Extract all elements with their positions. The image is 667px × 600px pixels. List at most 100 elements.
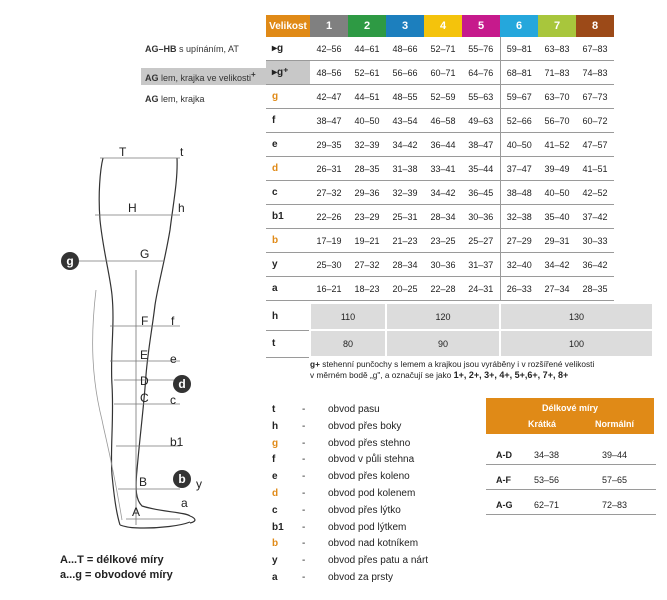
gplus-line2: v měrném bodě „g", a označují se jako — [310, 370, 454, 380]
size-cell: 48–66 — [386, 37, 424, 61]
legend-dash: - — [302, 437, 306, 449]
size-cell: 39–49 — [538, 156, 576, 181]
size-cell: 56–70 — [538, 108, 576, 133]
diag-A: A — [132, 505, 140, 519]
legend-symbol: g — [272, 437, 279, 449]
size-cell: 34–42 — [538, 252, 576, 277]
legend-dash: - — [302, 555, 306, 567]
size-cell: 31–37 — [462, 252, 500, 277]
size-header-5: 5 — [462, 15, 500, 37]
legend-symbol: a — [272, 572, 278, 583]
size-header-7: 7 — [538, 15, 576, 37]
size-cell: 27–29 — [499, 228, 538, 253]
size-cell: 29–31 — [538, 228, 576, 253]
size-cell: 52–61 — [348, 60, 386, 85]
length-table-header: Délkové míry Krátká Normální — [486, 398, 654, 434]
legend-dash: - — [302, 454, 306, 466]
size-cell: 40–50 — [538, 180, 576, 205]
size-cell: 23–29 — [348, 204, 386, 229]
legend-symbol: t — [272, 404, 276, 415]
diag-b1: b1 — [170, 435, 184, 449]
size-cell: 63–83 — [538, 37, 576, 61]
legend-text: obvod v půli stehna — [328, 454, 415, 466]
length-normal: 39–44 — [602, 450, 628, 460]
size-cell: 29–35 — [310, 132, 348, 157]
diag-c: c — [170, 393, 176, 407]
legend-text: obvod pod kolenem — [328, 488, 416, 499]
size-cell: 35–44 — [462, 156, 500, 181]
legend-text: obvod přes stehno — [328, 437, 411, 449]
legend-dash: - — [302, 504, 306, 516]
size-cell: 25–31 — [386, 204, 424, 229]
size-cell: 49–63 — [462, 108, 500, 133]
size-row-label: d — [266, 156, 310, 181]
size-cell: 31–38 — [386, 156, 424, 181]
size-cell: 25–27 — [462, 228, 500, 253]
length-col-short: Krátká — [528, 419, 557, 429]
size-cell: 40–50 — [348, 108, 386, 133]
size-cell: 42–47 — [310, 84, 348, 109]
leg-outline — [92, 157, 196, 529]
size-cell: 67–83 — [576, 37, 614, 61]
size-header-8: 8 — [576, 15, 614, 37]
size-cell: 21–23 — [386, 228, 424, 253]
size-cell: 27–34 — [538, 276, 576, 301]
legend-text: obvod přes boky — [328, 420, 402, 432]
size-cell: 30–36 — [462, 204, 500, 229]
ht-row-label: h — [266, 304, 310, 331]
length-normal: 72–83 — [602, 500, 628, 510]
diag-a: a — [181, 496, 188, 510]
legend-symbol: e — [272, 471, 278, 483]
size-row-label: y — [266, 252, 310, 277]
size-cell: 28–34 — [386, 252, 424, 277]
diag-E: E — [140, 348, 148, 362]
size-cell: 38–48 — [499, 180, 538, 205]
leg-diagram: T t H h G F f E e D C c b1 B y A a g d b — [61, 145, 202, 529]
size-cell: 40–50 — [499, 132, 538, 157]
legend-text: obvod přes lýtko — [328, 504, 401, 516]
size-cell: 33–41 — [424, 156, 462, 181]
legend-symbol: b1 — [272, 521, 284, 533]
size-cell: 56–66 — [386, 60, 424, 85]
size-cell: 32–40 — [499, 252, 538, 277]
legend-symbol: f — [272, 454, 276, 466]
size-row-label: b — [266, 228, 310, 253]
size-cell: 59–81 — [499, 37, 538, 61]
diagram-labels: T t H h G F f E e D C c b1 B y A a — [119, 145, 202, 519]
size-cell: 63–70 — [538, 84, 576, 109]
size-cell: 27–32 — [348, 252, 386, 277]
legend-text: obvod pasu — [328, 404, 380, 415]
size-cell: 48–56 — [310, 60, 348, 85]
size-cell: 25–30 — [310, 252, 348, 277]
legend-text: obvod přes patu a nárt — [328, 555, 429, 567]
diag-circle-g: g — [61, 252, 79, 270]
size-cell: 34–42 — [386, 132, 424, 157]
diag-d: d — [178, 377, 185, 391]
size-cell: 52–59 — [424, 84, 462, 109]
size-cell: 28–35 — [348, 156, 386, 181]
size-cell: 18–23 — [348, 276, 386, 301]
diag-b: b — [178, 472, 185, 486]
size-header-2: 2 — [348, 15, 386, 37]
size-cell: 36–42 — [576, 252, 614, 277]
size-cell: 37–47 — [499, 156, 538, 181]
size-row-label: c — [266, 180, 310, 205]
size-cell: 26–33 — [499, 276, 538, 301]
diag-circle-d: d — [173, 375, 191, 393]
size-row-label: a — [266, 276, 310, 301]
size-cell: 59–67 — [499, 84, 538, 109]
size-cell: 28–34 — [424, 204, 462, 229]
size-cell: 19–21 — [348, 228, 386, 253]
size-cell: 38–47 — [462, 132, 500, 157]
legend-dash: - — [302, 420, 306, 432]
size-cell: 32–39 — [348, 132, 386, 157]
size-cell: 17–19 — [310, 228, 348, 253]
